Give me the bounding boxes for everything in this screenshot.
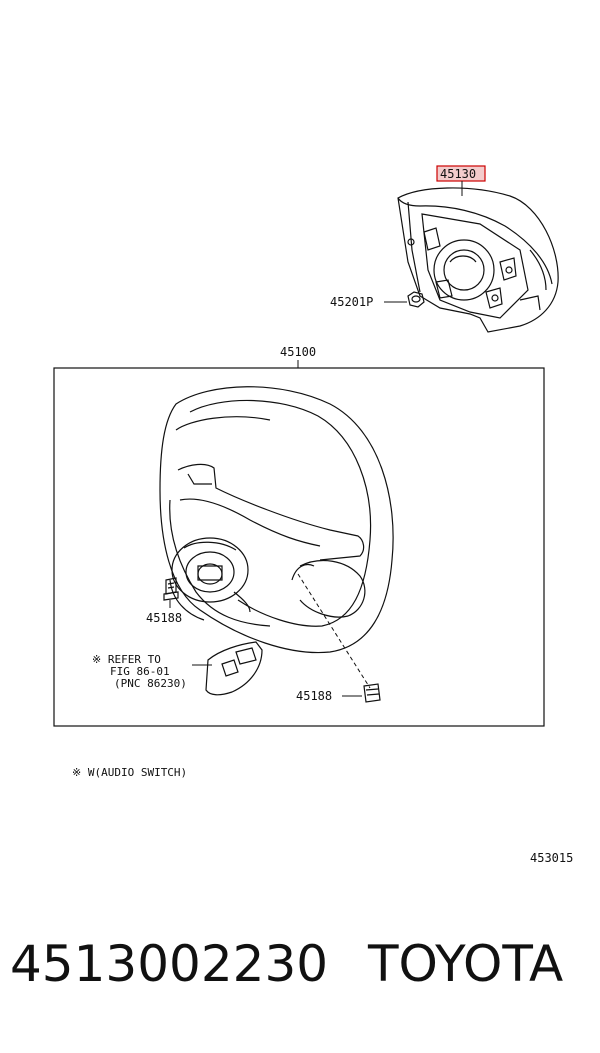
wheel-assy-callout: 45100 <box>280 345 316 359</box>
bolt-left-callout: 45188 <box>146 611 182 625</box>
pad-callout: 45130 <box>440 167 476 181</box>
pad-callout-highlight <box>436 165 486 182</box>
nut-drawing <box>407 291 425 308</box>
footnote: ※ W(AUDIO SWITCH) <box>72 766 187 779</box>
refer-note-line2: FIG 86-01 <box>110 665 170 678</box>
refer-note-line3: (PNC 86230) <box>114 677 187 690</box>
footer: 4513002230 TOYOTA <box>0 935 600 1015</box>
figure-number: 453015 <box>530 851 573 865</box>
refer-note-line1: ※ REFER TO <box>92 653 161 666</box>
bolt-right-drawing <box>363 683 381 703</box>
bolt-left-drawing <box>163 577 179 601</box>
airbag-pad-drawing <box>397 187 559 333</box>
steering-wheel-drawing <box>159 386 394 654</box>
nut-callout: 45201P <box>330 295 373 309</box>
audio-switch-drawing <box>205 641 263 696</box>
bolt-right-callout: 45188 <box>296 689 332 703</box>
brand-name: TOYOTA <box>368 935 564 993</box>
part-number: 4513002230 <box>10 935 329 993</box>
wheel-assy-frame <box>53 367 545 727</box>
